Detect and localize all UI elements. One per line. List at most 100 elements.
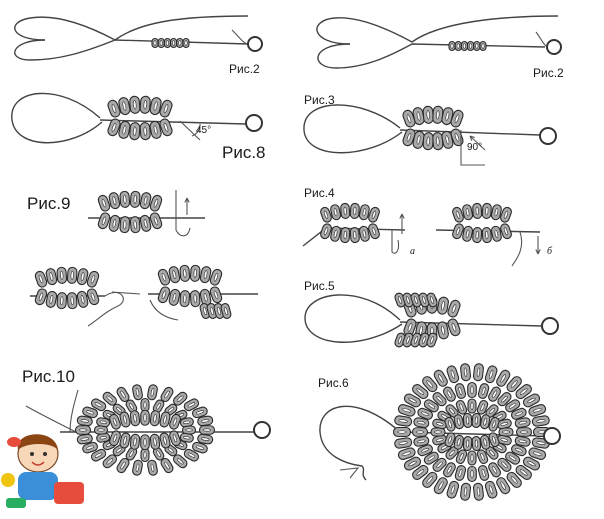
bead-hole [454,132,460,142]
bead-icon [183,448,200,462]
bead-hole [203,292,208,302]
wire-strand [111,291,141,295]
bead-icon [90,448,107,462]
bead-icon [522,393,541,408]
bead-hole [224,306,228,316]
bead-hole [457,438,461,447]
bead-hole [500,422,509,426]
bead-hole [213,272,219,282]
bead-icon [149,212,163,230]
bead-icon [93,425,109,435]
bead-hole [406,114,412,124]
bead-hole [500,374,506,383]
bead-icon [129,95,141,114]
wire-loop-icon [316,15,559,45]
bead-icon [168,288,181,306]
bead-hole [80,272,85,282]
bead-icon [403,393,422,408]
bead-hole [421,448,430,453]
bead-hole [122,125,127,135]
bead-icon [412,464,429,480]
bead-hole [416,111,421,121]
bead-icon [66,292,78,310]
bead-hole [343,230,347,240]
bead-hole [438,374,444,383]
bead-icon [490,204,502,221]
bead-icon [488,386,502,402]
bead-hole [470,469,474,479]
bead-hole [112,218,117,228]
bead-hole [435,438,444,442]
bead-icon [484,365,498,384]
bead-hole [451,322,457,332]
bead-hole [78,428,88,432]
bead-hole [163,415,167,424]
bead-hole [371,227,377,236]
bead-hole [469,43,473,49]
bead-icon [209,286,223,304]
label-ris10: Рис.10 [22,367,75,386]
bead-hole [532,408,542,413]
bead-hole [150,388,155,397]
bead-hole [510,380,518,388]
mascot-mouth [31,461,45,466]
bead-icon [358,204,370,221]
bead-hole [494,208,499,217]
bead-icon [471,412,482,429]
bead-hole [417,439,426,444]
bead-hole [70,296,74,306]
bead-hole [436,461,443,469]
bead-hole [106,458,114,465]
mascot-box [54,482,84,504]
bead-icon [96,417,111,428]
bead-hole [183,268,187,278]
bead-icon [462,225,474,242]
bead-icon [432,132,444,151]
label-ris3: Рис.3 [304,93,335,107]
bead-hole [203,306,207,316]
bead-hole [362,229,367,238]
bead-hole [99,420,107,424]
label-ris2-right: Рис.2 [533,66,564,80]
bead-hole [187,402,196,408]
bead-hole [492,420,496,429]
bead-hole [483,438,487,447]
bead-icon [423,451,439,465]
bead-hole [492,390,498,398]
bead-hole [90,274,96,284]
bead-hole [501,461,508,469]
bead-icon [109,413,121,430]
bead-icon [159,118,173,137]
wire-end-loop-icon [247,36,263,52]
bead-hole [60,296,64,306]
bead-icon [129,216,141,234]
bead-hole [38,274,44,284]
bead-icon [467,450,477,466]
bead-icon [472,227,483,244]
wire-loop-icon [319,405,401,481]
wire-strand [317,43,546,69]
bead-icon [472,482,484,501]
bead-icon [320,223,332,240]
bead-icon [467,465,477,483]
bead-hole [172,417,178,426]
wire-loop-icon [303,104,403,154]
bead-hole [475,43,479,49]
bead-icon [496,477,511,495]
bead-hole [414,296,418,304]
bead-hole [475,206,479,216]
bead-icon [394,415,413,427]
bead-hole [143,438,147,447]
bead-icon [442,386,456,402]
bead-icon [462,412,473,429]
bead-hole [426,110,430,120]
bead-icon [340,202,351,219]
bead-icon [149,433,161,450]
bead-icon [511,407,527,420]
bead-icon [411,427,429,437]
bead-hole [129,402,134,410]
bead-hole [475,230,479,240]
bead-icon [454,465,467,481]
bead-hole [514,411,523,416]
bead-hole [449,449,455,457]
